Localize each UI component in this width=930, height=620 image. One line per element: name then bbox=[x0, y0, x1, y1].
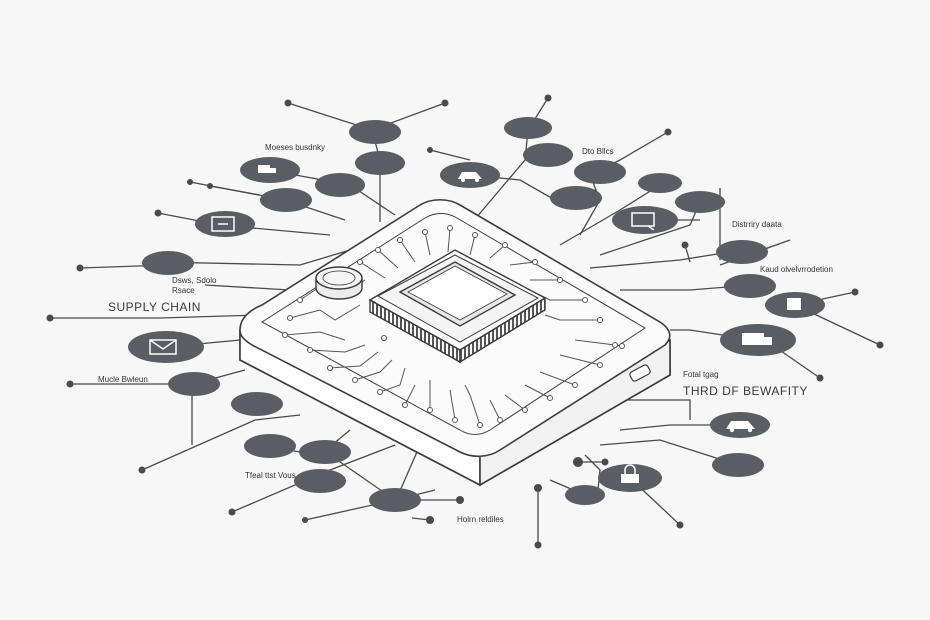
node bbox=[523, 143, 573, 167]
nodes bbox=[128, 117, 825, 512]
label-supply-chain: SUPPLY CHAIN bbox=[108, 300, 201, 314]
node bbox=[724, 274, 776, 298]
node bbox=[565, 485, 605, 505]
node bbox=[294, 469, 346, 493]
labels: Moeses busdnky Dto Bllcs Distrriry daata… bbox=[98, 143, 833, 524]
monitor-icon bbox=[211, 216, 235, 232]
node bbox=[612, 206, 678, 234]
label-third-security: THRD DF BEWAFITY bbox=[683, 384, 808, 398]
node bbox=[716, 240, 768, 264]
label-messes: Moeses busdnky bbox=[265, 143, 325, 152]
box-icon bbox=[787, 298, 801, 310]
label-fotal: Fotal tgag bbox=[683, 370, 719, 379]
label-mucle: Mucle Bwleun bbox=[98, 375, 148, 384]
label-tfeal: Tfeal ttst Vous bbox=[245, 471, 296, 480]
envelope-icon bbox=[149, 339, 177, 355]
node bbox=[231, 392, 283, 416]
node bbox=[638, 173, 682, 193]
node bbox=[349, 120, 401, 144]
node bbox=[369, 488, 421, 512]
node bbox=[142, 251, 194, 275]
circuit-traces bbox=[284, 227, 616, 426]
connection-lines bbox=[50, 97, 881, 545]
label-dsws: Dsws, Sdolo bbox=[172, 276, 217, 285]
node bbox=[315, 173, 365, 197]
node bbox=[299, 440, 351, 464]
node bbox=[550, 186, 602, 210]
node bbox=[504, 117, 552, 139]
car-icon bbox=[726, 421, 755, 433]
terminal-dots bbox=[46, 94, 884, 549]
node bbox=[355, 151, 405, 175]
label-dsws-2: Rsace bbox=[172, 286, 195, 295]
node bbox=[675, 191, 725, 213]
processor-chip bbox=[368, 249, 547, 364]
label-holm: Holrn reldiles bbox=[457, 515, 504, 524]
monitor-icon bbox=[631, 212, 655, 231]
car-icon bbox=[458, 172, 482, 182]
trace-pads bbox=[282, 225, 625, 428]
truck-icon bbox=[258, 165, 276, 173]
label-dto-btics: Dto Bllcs bbox=[582, 147, 614, 156]
node bbox=[712, 453, 764, 477]
node bbox=[244, 434, 296, 458]
lock-icon bbox=[621, 464, 639, 483]
label-kaud: Kaud olvelvrrodetion bbox=[760, 265, 833, 274]
capacitor-component bbox=[315, 266, 363, 300]
node bbox=[260, 188, 312, 212]
truck-icon bbox=[742, 333, 772, 345]
label-distriry-data: Distrriry daata bbox=[732, 220, 782, 229]
node bbox=[168, 372, 220, 396]
node bbox=[574, 160, 626, 184]
